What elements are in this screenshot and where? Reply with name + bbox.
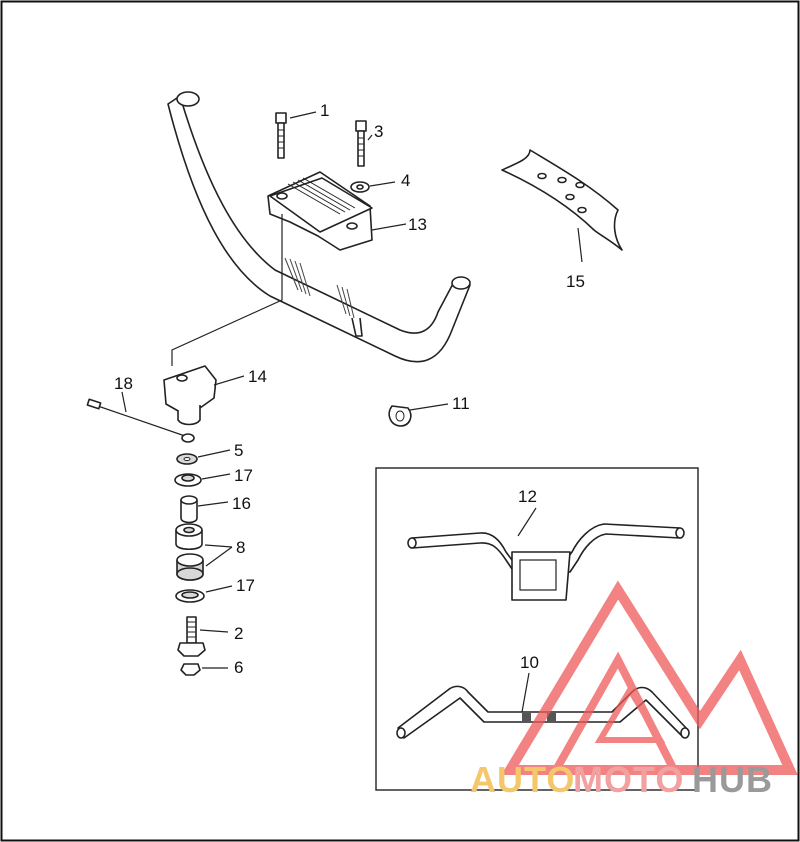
inset-box xyxy=(375,467,699,791)
callout-17-lower: 17 xyxy=(236,576,255,595)
callout-17-top: 17 xyxy=(234,466,253,485)
washer-5 xyxy=(176,449,231,465)
watermark-logo xyxy=(501,580,798,775)
callout-3: 3 xyxy=(374,122,383,141)
handlebar-main xyxy=(167,91,471,363)
nut-6 xyxy=(180,663,228,676)
washer-17-top xyxy=(174,473,231,487)
callout-18: 18 xyxy=(114,374,133,393)
riser-14 xyxy=(163,214,283,426)
bolt-3 xyxy=(355,120,373,167)
watermark-auto: AUTO xyxy=(470,759,575,800)
callout-6: 6 xyxy=(234,658,243,677)
washer-17-lower xyxy=(175,585,233,603)
leader-13 xyxy=(371,223,407,231)
bolt-2 xyxy=(177,616,229,657)
callout-10: 10 xyxy=(520,653,539,672)
washer-4 xyxy=(350,181,396,193)
callout-8: 8 xyxy=(236,538,245,557)
top-clamp-13 xyxy=(267,171,373,251)
bushing-8-upper xyxy=(175,523,203,551)
cover-15 xyxy=(501,149,623,263)
callout-16: 16 xyxy=(232,494,251,513)
handlebar-12 xyxy=(407,507,685,601)
watermark-hub: HUB xyxy=(692,759,773,800)
bushing-16 xyxy=(180,495,229,524)
bushing-8-lower xyxy=(176,544,233,581)
callout-13: 13 xyxy=(408,215,427,234)
callout-15: 15 xyxy=(566,272,585,291)
callout-5: 5 xyxy=(234,441,243,460)
watermark-moto: MOTO xyxy=(573,759,684,800)
callout-12: 12 xyxy=(518,487,537,506)
callout-4: 4 xyxy=(401,171,410,190)
bolt-1 xyxy=(275,111,317,159)
callout-1: 1 xyxy=(320,101,329,120)
callout-2: 2 xyxy=(234,624,243,643)
callout-14: 14 xyxy=(248,367,267,386)
clip-11 xyxy=(388,403,449,427)
callout-11: 11 xyxy=(452,394,470,413)
cable-18 xyxy=(86,391,195,443)
